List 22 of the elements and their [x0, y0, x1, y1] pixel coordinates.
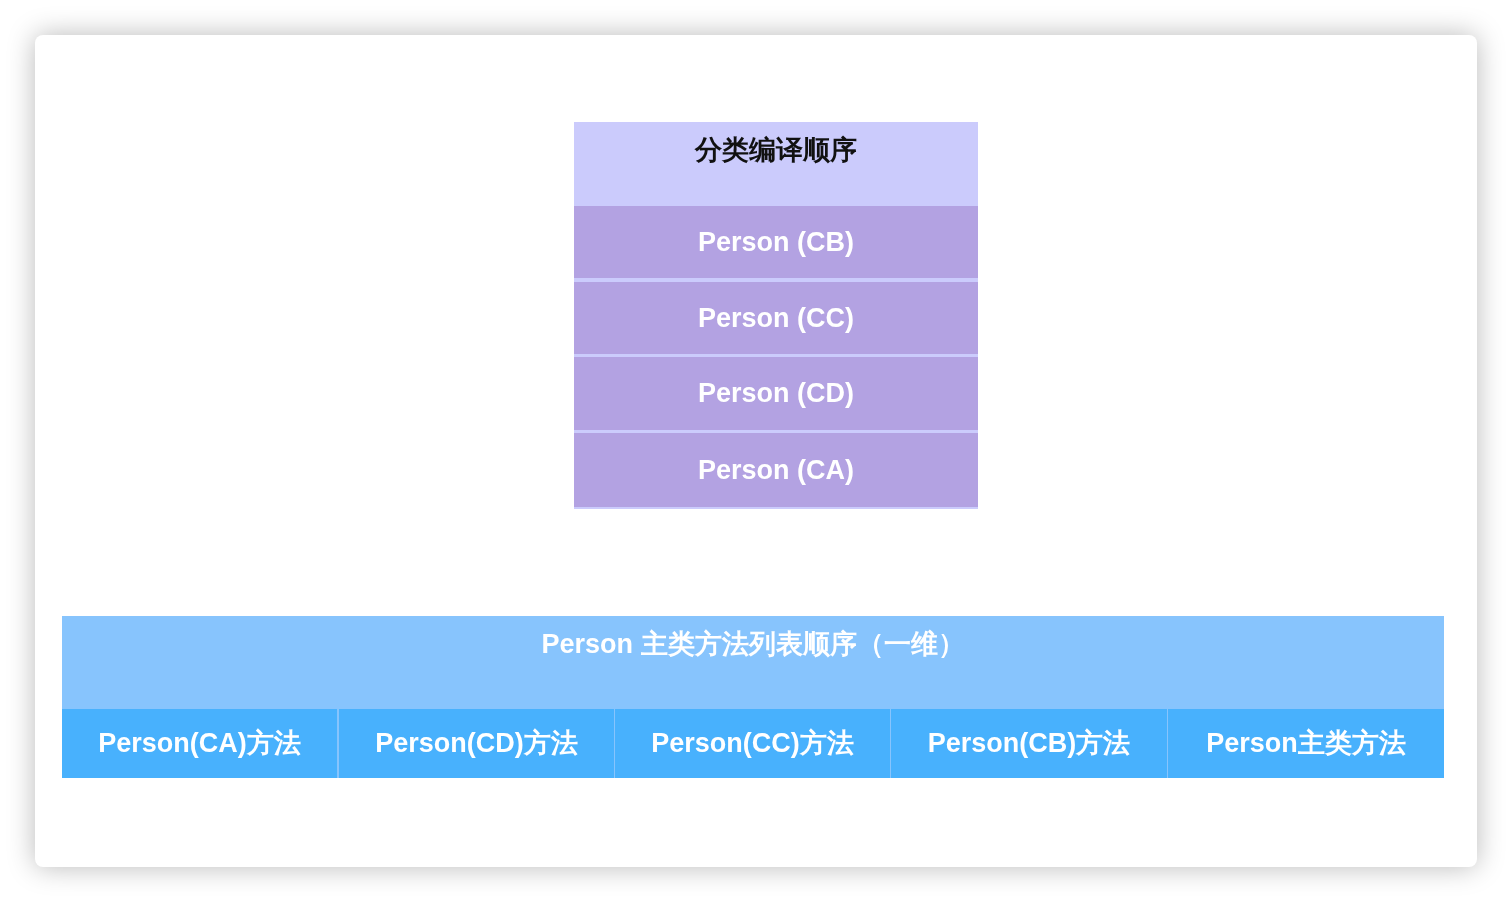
category-name: Person (CC): [698, 301, 854, 335]
method-cell: [891, 709, 1167, 778]
category-name: Person (CB): [698, 225, 854, 259]
method-name: Person(CB)方法: [927, 727, 1131, 760]
category-name: Person (CD): [698, 377, 854, 410]
method-cell: [615, 709, 890, 778]
category-row: [574, 206, 978, 278]
category-row: [574, 433, 978, 507]
panel-heading: 分类编译顺序: [695, 134, 857, 167]
method-cell: [62, 709, 337, 778]
category-row: [574, 357, 978, 430]
method-name: Person(CD)方法: [375, 727, 578, 760]
method-name: Person(CC)方法: [651, 727, 854, 760]
method-list-band: [62, 616, 1444, 778]
band-heading: Person 主类方法列表顺序（一维）: [541, 628, 965, 661]
method-cell: [1168, 709, 1444, 778]
category-name: Person (CA): [698, 453, 854, 487]
method-cell: [339, 709, 614, 778]
category-stack-panel: [574, 122, 978, 509]
category-row: [574, 282, 978, 354]
method-name: Person主类方法: [1206, 727, 1406, 760]
method-name: Person(CA)方法: [98, 727, 301, 760]
